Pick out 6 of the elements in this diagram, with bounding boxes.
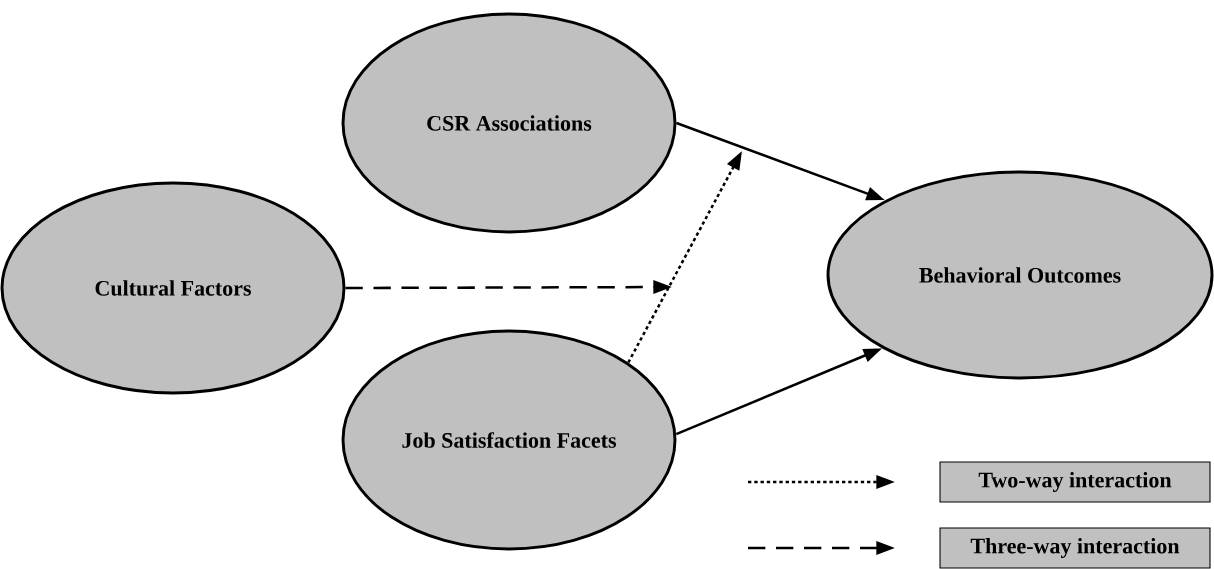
ellipse-node: Job Satisfaction Facets [341, 329, 677, 551]
ellipse-node: Behavioral Outcomes [826, 170, 1214, 380]
legend-label: Three-way interaction [939, 527, 1211, 569]
legend-label: Two-way interaction [939, 461, 1211, 503]
ellipse-node: Cultural Factors [0, 181, 346, 395]
ellipse-node: CSR Associations [341, 12, 677, 234]
